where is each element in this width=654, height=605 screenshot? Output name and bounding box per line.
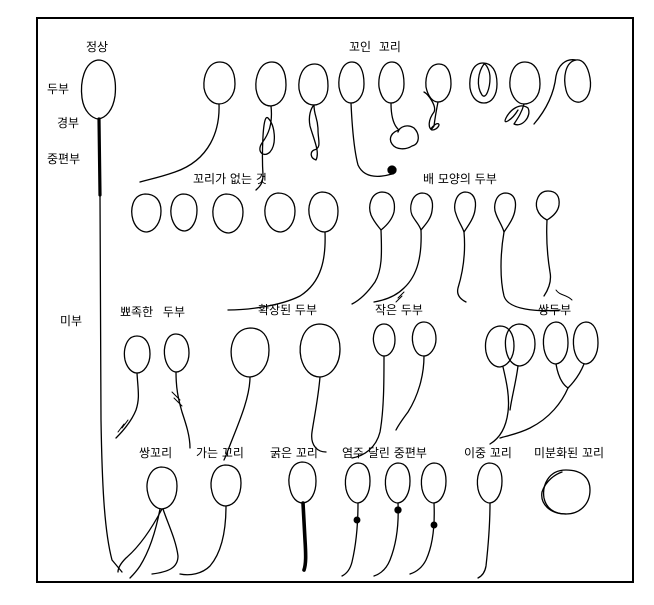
normal-midpiece [97, 117, 102, 197]
label-normal: 정상 [86, 40, 109, 54]
dual-tail-group [476, 462, 503, 579]
small-head-group [351, 321, 437, 459]
normal-sperm [80, 59, 123, 573]
bead-2 [394, 506, 402, 514]
pear-head-group [351, 190, 573, 312]
bead-1 [353, 516, 361, 524]
double-tail-group [117, 466, 179, 579]
label-beaded-midpiece: 염주 달린 중편부 [342, 446, 427, 460]
label-midpiece: 중편부 [47, 152, 81, 166]
bead-3 [430, 521, 438, 529]
label-tail: 미부 [60, 314, 83, 328]
label-coiled-tail: 꼬인 꼬리 [349, 40, 401, 54]
no-tail-group [131, 191, 339, 311]
double-head-group [484, 321, 599, 445]
coil-dot [387, 165, 397, 175]
beaded-midpiece-group [341, 462, 447, 577]
label-head: 두부 [47, 82, 70, 96]
figure-frame [36, 17, 634, 583]
label-enlarged-head: 확장된 두부 [258, 303, 318, 317]
label-double-tail: 쌍꼬리 [139, 446, 173, 460]
undeveloped-tail-group [541, 469, 591, 515]
normal-head [80, 59, 117, 120]
label-no-tail: 꼬리가 없는 것 [193, 172, 267, 186]
label-neck: 경부 [57, 116, 80, 130]
label-small-head: 작은 두부 [375, 303, 423, 317]
coiled-tail-group [139, 59, 592, 191]
label-double-head: 쌍두부 [538, 303, 572, 317]
label-undeveloped-tail: 미분화된 꼬리 [534, 446, 605, 460]
normal-tail [99, 194, 123, 573]
label-thin-tail: 가는 꼬리 [196, 446, 244, 460]
enlarged-head-group [223, 323, 341, 461]
thick-tail-group [288, 461, 317, 572]
label-dual-tail: 이중 꼬리 [464, 446, 512, 460]
label-pear-head: 배 모양의 두부 [423, 172, 497, 186]
pointed-head-group [115, 333, 191, 449]
label-pointed-head: 뾰족한 두부 [120, 305, 186, 319]
label-thick-tail: 굵은 꼬리 [270, 446, 318, 460]
thin-tail-group [179, 464, 242, 576]
